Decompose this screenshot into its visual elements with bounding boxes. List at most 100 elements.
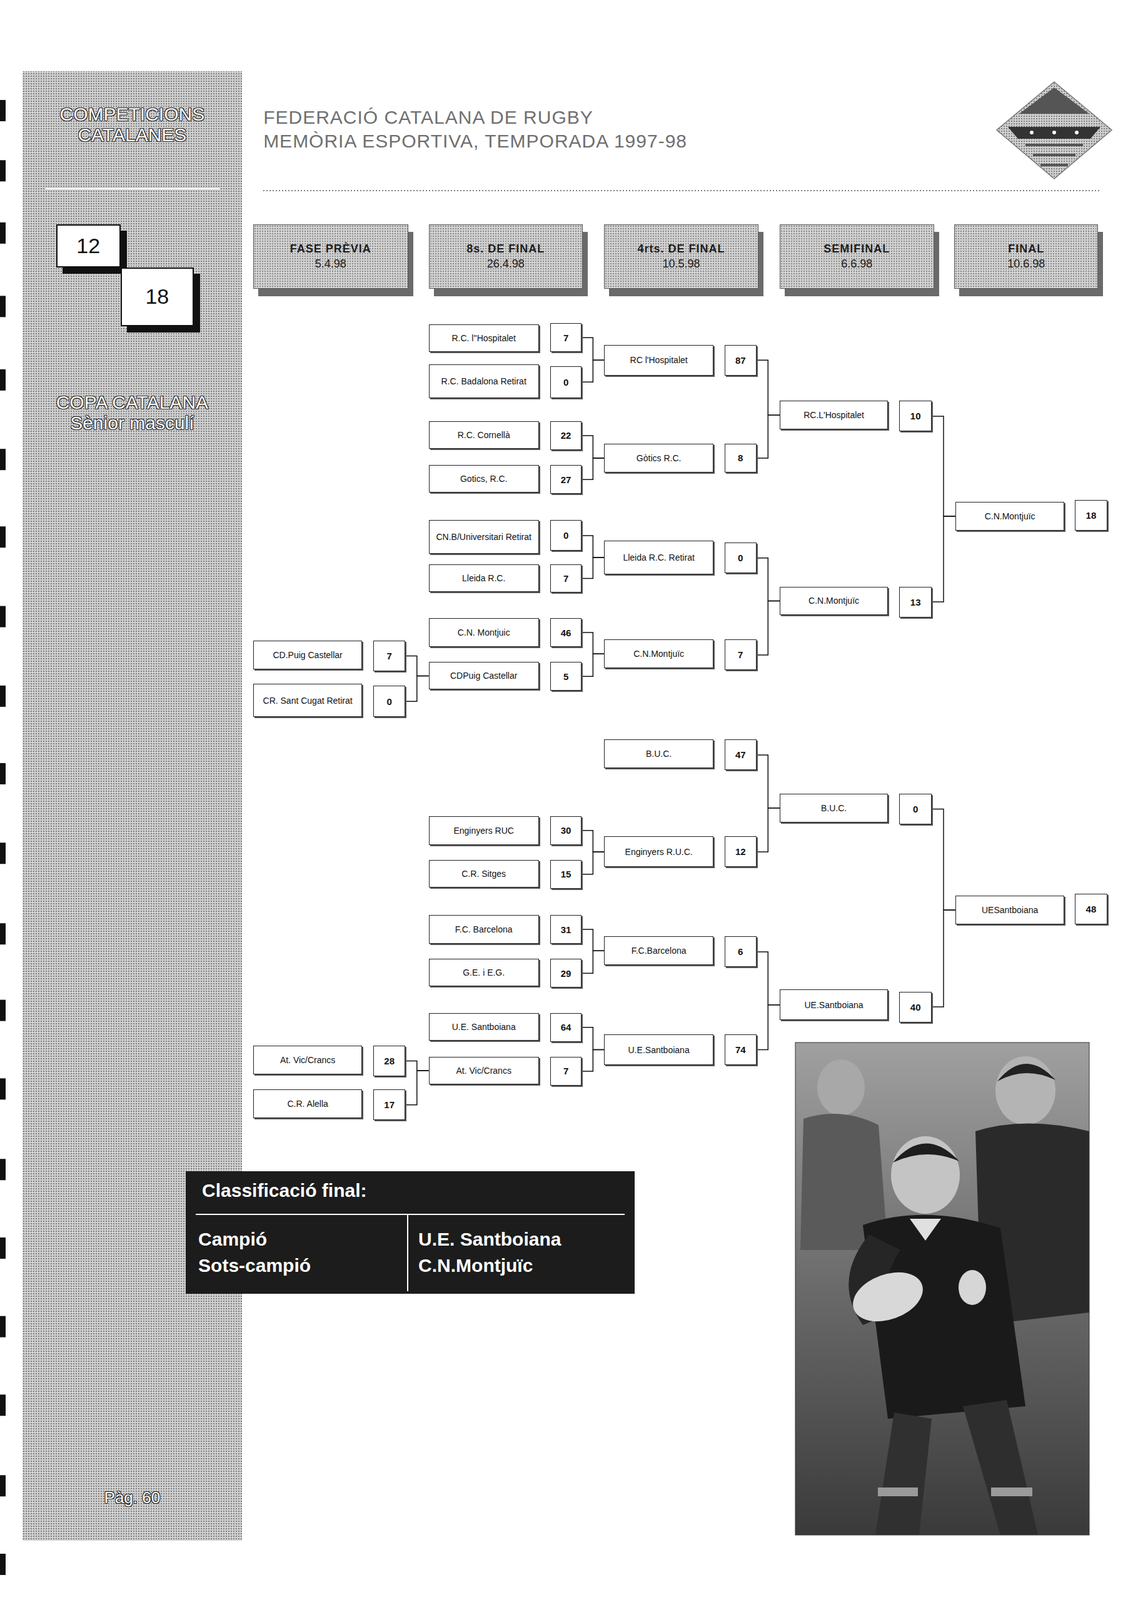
team-box: CR. Sant Cugat Retirat <box>253 684 363 718</box>
team-box: R.C. Badalona Retirat <box>428 364 539 399</box>
score-value: 0 <box>387 696 393 708</box>
logo-dot <box>1074 130 1079 135</box>
page-title: FEDERACIÓ CATALANA DE RUGBY <box>263 106 594 128</box>
team-box: RC l'Hospitalet <box>604 345 714 376</box>
team-box: G.E. i E.G. <box>428 959 539 987</box>
sock-stripe <box>877 1488 918 1497</box>
score-value: 27 <box>560 474 572 486</box>
score-value: 17 <box>383 1099 395 1111</box>
bracket-line <box>581 654 605 677</box>
team-name: CN.B/Universitari Retirat <box>435 532 531 543</box>
report-subtitle: MEMÒRIA ESPORTIVA, TEMPORADA 1997-98 <box>263 130 917 152</box>
score-box: 87 <box>724 345 757 376</box>
team-box: C.N.Montjuïc <box>955 502 1065 531</box>
team-name: RC l'Hospitalet <box>630 355 688 366</box>
binding-mark <box>0 1000 6 1022</box>
results-text: Classificació final: <box>201 1180 367 1202</box>
team-box: CN.B/Universitari Retirat <box>428 520 539 554</box>
bracket-line <box>581 852 605 875</box>
team-box: Enginyers RUC <box>428 816 539 846</box>
team-name: C.N.Montjuïc <box>808 595 860 606</box>
team-name: Enginyers RUC <box>453 825 514 836</box>
number-tab: 12 <box>56 224 121 268</box>
round-text: 6.6.98 <box>840 256 873 272</box>
score-box: 17 <box>373 1089 406 1121</box>
score-value: 46 <box>560 627 572 639</box>
binding-mark <box>0 369 6 391</box>
team-box: F.C. Barcelona <box>428 915 539 945</box>
score-box: 8 <box>724 443 757 473</box>
round-text: 10.5.98 <box>662 256 701 272</box>
team-box: Lleida R.C. <box>428 564 539 593</box>
team-name: R.C. Cornellà <box>457 430 511 441</box>
score-box: 40 <box>899 992 932 1023</box>
bracket-line <box>756 952 781 1006</box>
team-name: C.N. Montjuic <box>457 627 511 638</box>
panel-divider <box>407 1215 409 1292</box>
bracket-line <box>931 416 956 517</box>
score-box: 28 <box>373 1046 406 1077</box>
round-text: 26.4.98 <box>487 256 525 272</box>
team-name: Gòtics R.C. <box>636 453 682 464</box>
score-box: 48 <box>1074 894 1108 925</box>
bracket-line <box>581 458 605 480</box>
round-text: SEMIFINAL <box>823 241 890 257</box>
team-name: UESantboiana <box>981 905 1038 916</box>
binding-mark <box>0 923 6 945</box>
score-box: 12 <box>724 836 757 868</box>
score-box: 31 <box>550 915 583 945</box>
round-header: FASE PRÈVIA5.4.98 <box>253 224 409 289</box>
score-value: 48 <box>1086 904 1097 915</box>
bracket-line <box>756 360 781 416</box>
team-name: Enginyers R.U.C. <box>625 847 693 858</box>
header-rule <box>263 190 1101 192</box>
results-text: Sots-campió <box>198 1255 311 1277</box>
score-box: 30 <box>550 816 583 846</box>
panel-rule <box>195 1214 625 1216</box>
binding-mark <box>0 448 6 471</box>
bracket-line <box>405 656 429 677</box>
sidebar-rule <box>45 188 220 190</box>
score-box: 29 <box>550 959 583 988</box>
score-value: 87 <box>735 355 746 366</box>
bracket-line <box>756 755 781 809</box>
results-text: C.N.Montjuïc <box>418 1255 533 1277</box>
team-box: CDPuig Castellar <box>428 662 539 690</box>
player-head <box>891 1136 960 1215</box>
logo-dot <box>1029 130 1034 135</box>
round-header: FINAL10.6.98 <box>954 224 1098 289</box>
score-value: 74 <box>735 1044 746 1056</box>
round-text: 4rts. DE FINAL <box>637 241 726 257</box>
binding-mark <box>0 1159 6 1181</box>
binding-mark <box>0 842 6 865</box>
score-value: 8 <box>737 452 743 464</box>
score-value: 28 <box>383 1056 395 1067</box>
team-name: CD.Puig Castellar <box>272 650 343 661</box>
score-value: 0 <box>912 804 918 815</box>
team-name: At. Vic/Crancs <box>280 1055 336 1066</box>
tab-number: 12 <box>76 233 101 259</box>
round-text: FINAL <box>1007 241 1045 257</box>
team-box: R.C. Cornellà <box>428 421 539 449</box>
team-box: R.C. l''Hospitalet <box>428 324 539 353</box>
bracket-line <box>405 1071 429 1106</box>
logo-diamond <box>996 81 1112 179</box>
section-title: COMPETICIONS CATALANES <box>27 103 237 146</box>
team-name: B.U.C. <box>645 749 672 760</box>
score-box: 18 <box>1074 500 1108 531</box>
team-box: RC.L'Hospitalet <box>779 400 888 430</box>
player-head <box>817 1059 865 1117</box>
bracket-line <box>581 435 605 459</box>
bracket-line <box>756 1005 781 1051</box>
bracket-line <box>581 360 605 383</box>
team-box: At. Vic/Crancs <box>253 1046 363 1075</box>
bracket-line <box>581 951 605 974</box>
team-box: UESantboiana <box>955 896 1065 925</box>
bracket-line <box>405 1061 429 1072</box>
team-box: C.N.Montjuïc <box>779 587 888 616</box>
score-value: 7 <box>563 1066 569 1077</box>
round-text: 8s. DE FINAL <box>466 241 545 257</box>
bracket-line <box>581 1027 605 1051</box>
bracket-line <box>756 808 781 853</box>
rugby-ball <box>845 1263 930 1331</box>
